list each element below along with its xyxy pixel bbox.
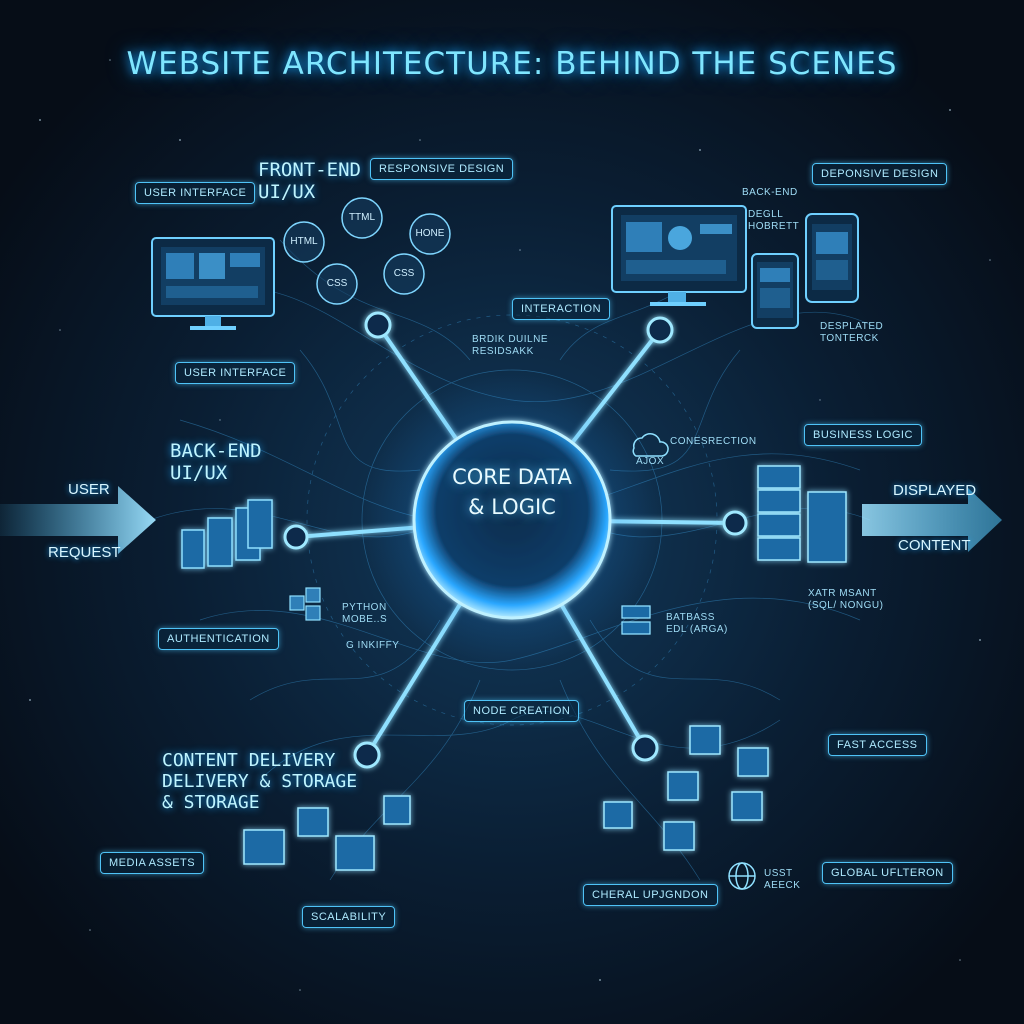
flow-input-bottom: REQUEST [48, 544, 121, 561]
tech-bubbles [283, 197, 451, 305]
callout-deponsive-design: DEPONSIVE DESIGN [812, 163, 948, 185]
text-batbass-line1: BATBASS [666, 612, 715, 623]
text-batbass: BATBASS EDL (ARGA) [666, 612, 728, 636]
spoke-nodes [283, 311, 748, 769]
starfield [29, 59, 991, 991]
ttml-bubble [341, 197, 383, 239]
text-desplated-line2: TONTERCK [820, 333, 879, 344]
heading-front-end-line2: UI/UX [258, 181, 316, 203]
core-label: CORE DATA & LOGIC [412, 462, 612, 522]
html-bubble [283, 221, 325, 263]
cube-icons-left [243, 795, 411, 871]
text-desplated-line1: DESPLATED [820, 321, 884, 332]
heading-front-end-line1: FRONT-END [258, 159, 361, 181]
tech-css-label-right: CSS [393, 268, 415, 279]
flow-output-bottom: CONTENT [898, 537, 971, 554]
server-blocks-left [181, 499, 273, 569]
tech-css-label-left: CSS [326, 278, 348, 289]
callout-interaction: INTERACTION [512, 298, 611, 320]
text-usst-line1: USST [764, 868, 793, 879]
text-degll-hobrett: DEGLL HOBRETT [748, 209, 799, 233]
css-bubble-left [316, 263, 358, 305]
phone-icon [805, 213, 859, 303]
text-desplated: DESPLATED TONTERCK [820, 321, 883, 345]
core-label-line1: CORE DATA [452, 465, 572, 489]
heading-back-end-line1: BACK-END [170, 440, 262, 462]
monitor-icon-right [611, 205, 747, 306]
page-title: WEBSITE ARCHITECTURE: BEHIND THE SCENES [126, 46, 898, 82]
callout-media-assets: MEDIA ASSETS [100, 852, 205, 874]
tech-html-label: HTML [290, 236, 318, 247]
arrow-right-icon-input [0, 486, 156, 554]
heading-content-delivery-line1: CONTENT DELIVERY [162, 750, 336, 771]
cube-icons-right [603, 725, 769, 851]
callout-business-logic: BUSINESS LOGIC [804, 424, 922, 446]
heading-back-end-line2: UI/UX [170, 462, 228, 484]
text-python-line2: MOBE..S [342, 614, 388, 625]
callout-authentication: AUTHENTICATION [158, 628, 279, 650]
core-label-line2: & LOGIC [468, 495, 556, 519]
text-hobrett: HOBRETT [748, 221, 800, 232]
heading-front-end: FRONT-END UI/UX [258, 159, 361, 203]
tech-hone-label: HONE [415, 228, 445, 239]
text-xatr: XATR MSANT (SQL/ NONGU) [808, 588, 883, 612]
python-icon [289, 587, 321, 621]
tech-ttml-label: TTML [348, 212, 376, 223]
text-coinesrection: CONESRECTION [670, 436, 757, 447]
callout-user-interface-bottom: USER INTERFACE [175, 362, 296, 384]
heading-back-end: BACK-END UI/UX [170, 440, 262, 484]
text-xatr-line1: XATR MSANT [808, 588, 877, 599]
heading-back-end-small: BACK-END [742, 187, 798, 198]
text-residsakk: RESIDSAKK [472, 346, 534, 357]
text-brdik: BRDIK DUILNE [472, 334, 549, 345]
text-python: PYTHON MOBE..S [342, 602, 387, 626]
text-degll: DEGLL [748, 209, 784, 220]
text-batbass-line2: EDL (ARGA) [666, 624, 728, 635]
monitor-icon [151, 237, 275, 330]
heading-content-delivery-line2: DELIVERY & STORAGE [162, 771, 358, 792]
text-python-line1: PYTHON [342, 602, 387, 613]
callout-cheral-upgrade: CHERAL UPJGNDON [583, 884, 718, 906]
heading-content-delivery: CONTENT DELIVERY DELIVERY & STORAGE & ST… [162, 750, 357, 813]
callout-scalability: SCALABILITY [302, 906, 396, 928]
core-sphere [412, 420, 612, 620]
callout-node-creation: NODE CREATION [464, 700, 580, 722]
callout-fast-access: FAST ACCESS [828, 734, 927, 756]
heading-content-delivery-line3: & STORAGE [162, 792, 260, 813]
text-usst-line2: AEECK [764, 880, 801, 891]
arrow-right-icon-output [862, 488, 1002, 552]
text-brdik-duilne: BRDIK DUILNE RESIDSAKK [472, 334, 548, 358]
flow-input-top: USER [68, 481, 110, 498]
tablet-icon [751, 253, 799, 329]
hone-bubble [409, 213, 451, 255]
css-bubble-right [383, 253, 425, 295]
callout-global-distribution: GLOBAL UFLTERON [822, 862, 953, 884]
globe-icon [728, 862, 756, 890]
callout-user-interface-top: USER INTERFACE [135, 182, 256, 204]
cloud-icon [632, 433, 669, 457]
flow-output-top: DISPLAYED [893, 482, 977, 499]
text-xatr-line2: (SQL/ NONGU) [808, 600, 884, 611]
callout-responsive-design: RESPONSIVE DESIGN [370, 158, 514, 180]
server-icon [757, 465, 847, 563]
database-icon [621, 605, 651, 635]
text-usst: USST AEECK [764, 868, 800, 892]
text-ginkifty: G INKIFFY [346, 640, 400, 651]
text-ajax: AJOX [636, 456, 665, 467]
